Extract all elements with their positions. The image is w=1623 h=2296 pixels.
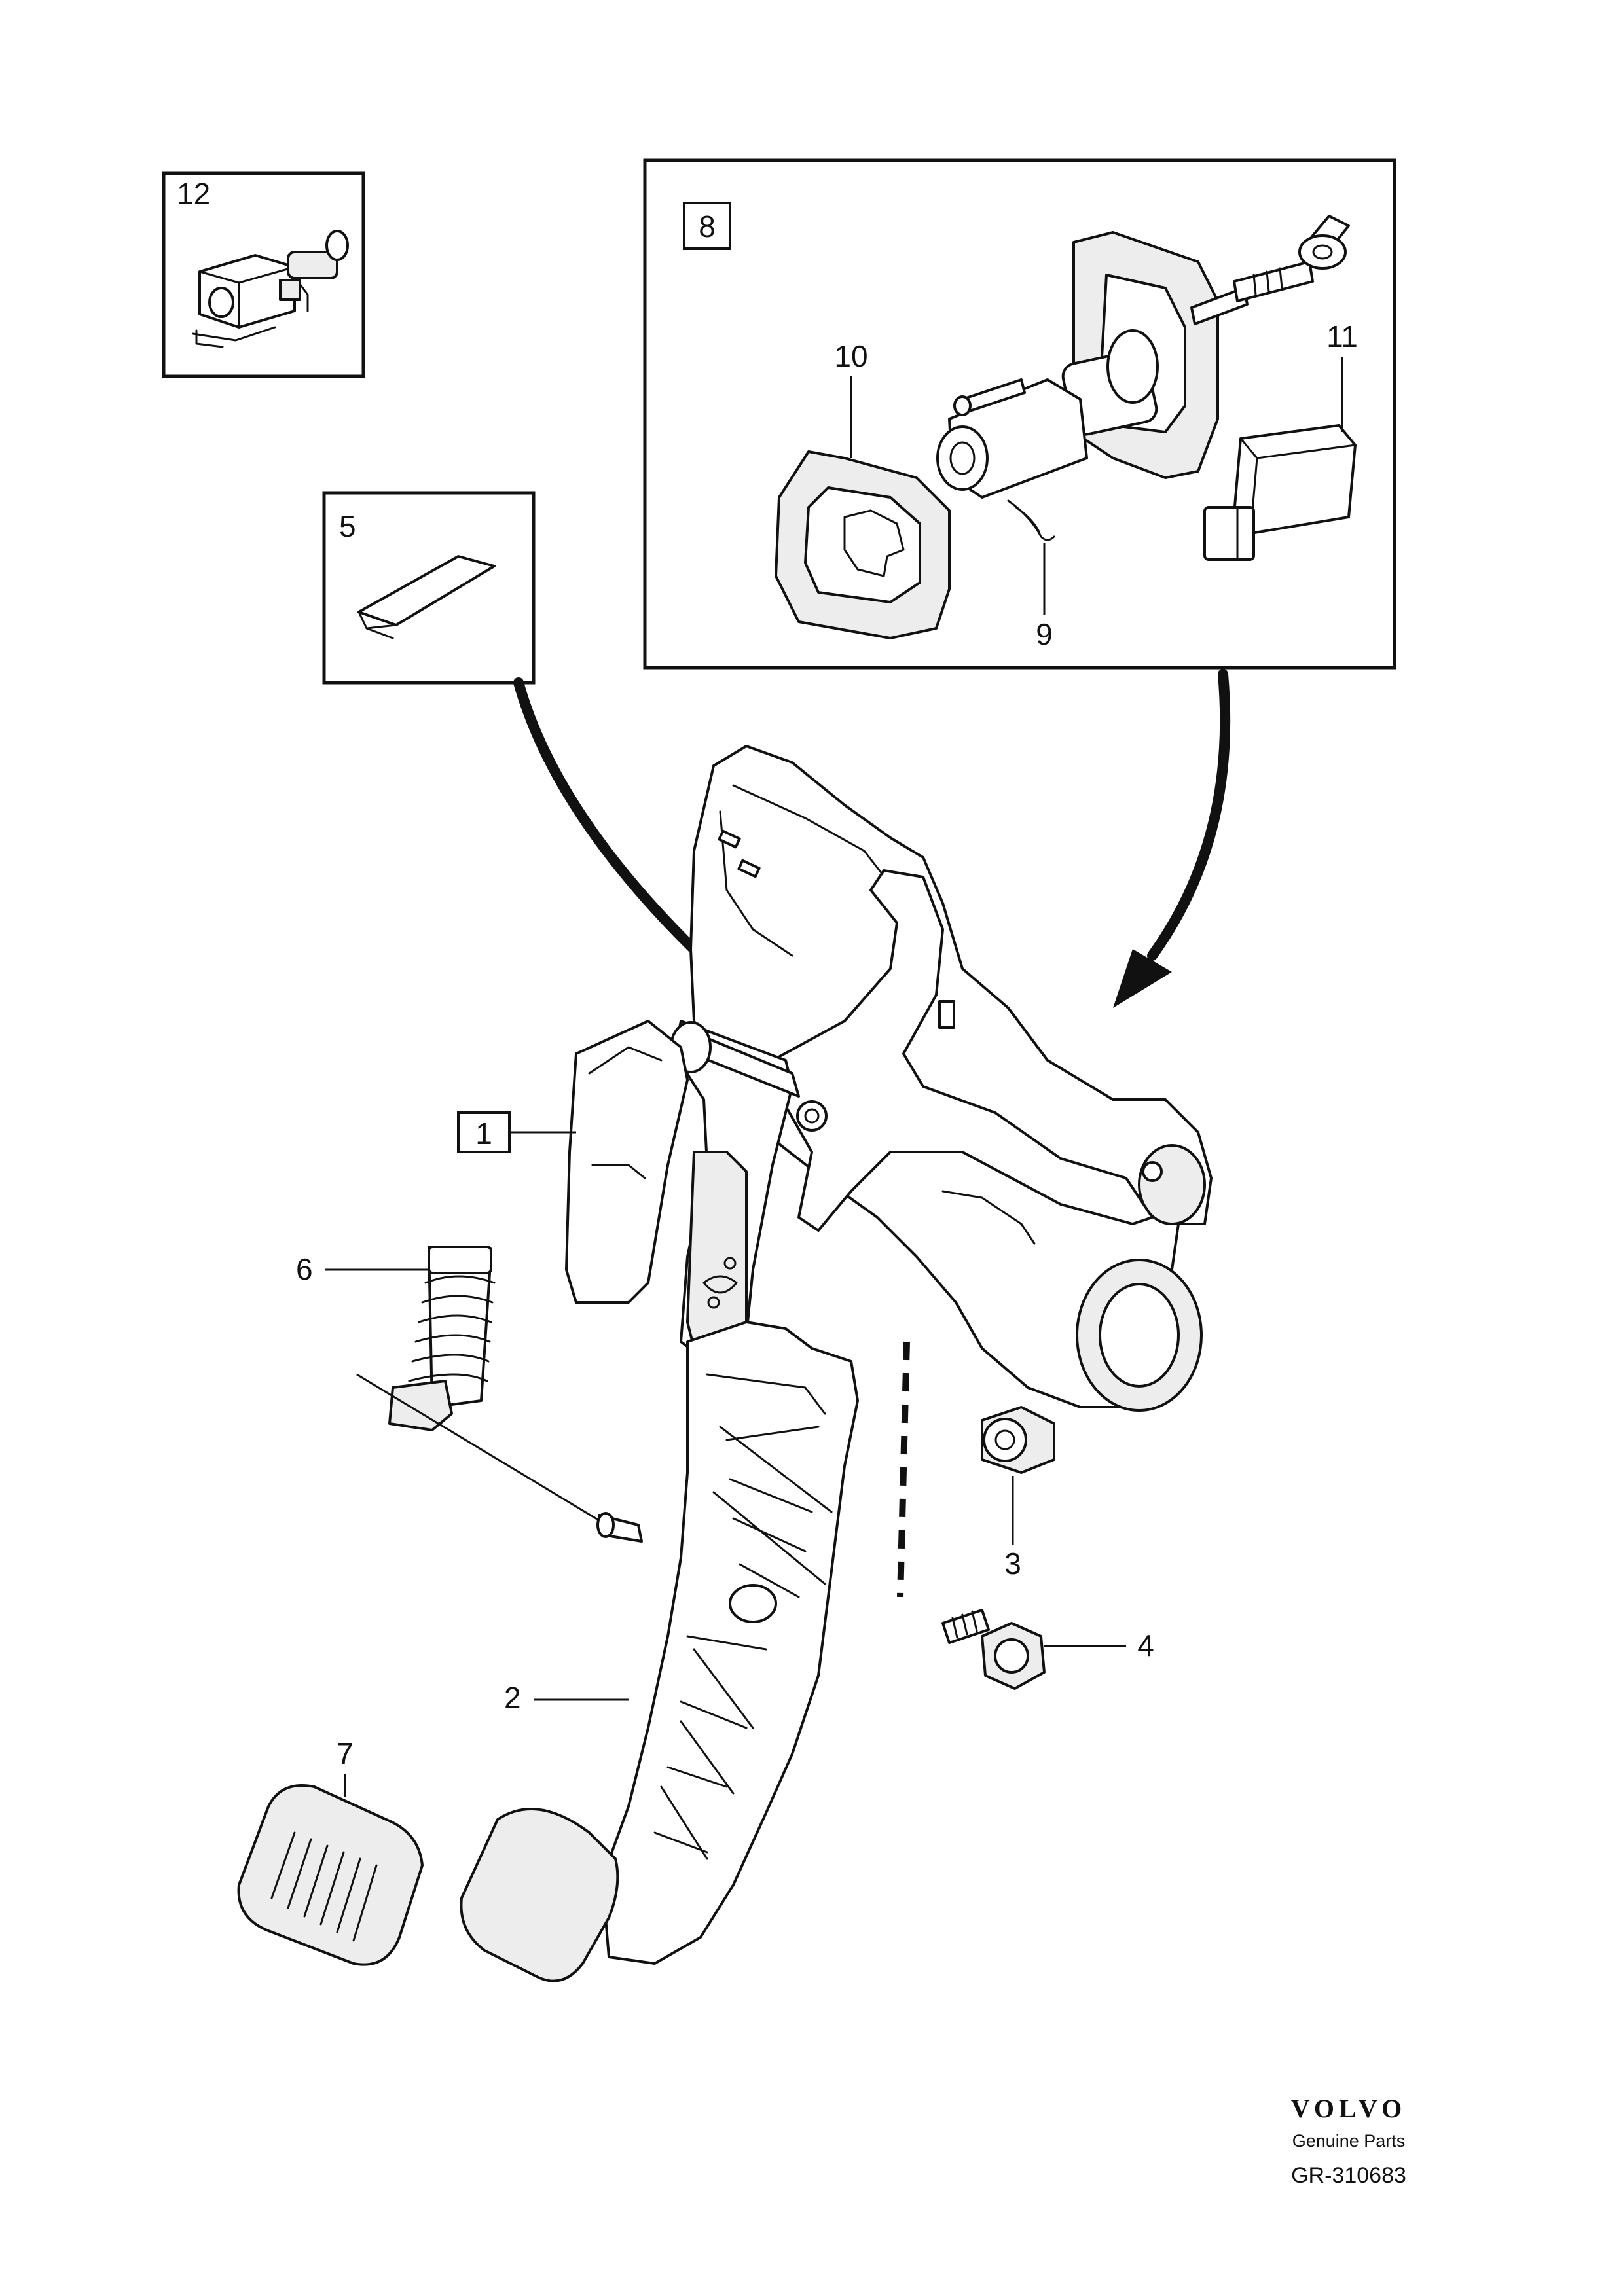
pedal-box-assembly [460, 745, 1213, 1982]
clip-part-9 [1007, 499, 1055, 541]
callout-label-12: 12 [177, 177, 210, 211]
brand-logo: VOLVO [1291, 2094, 1406, 2123]
nut-part-3 [981, 1406, 1055, 1474]
callout-label-4: 4 [1137, 1628, 1154, 1662]
pin-part [596, 1512, 643, 1543]
bushing-part-6 [388, 1246, 496, 1431]
bolt-part-4 [941, 1609, 1046, 1690]
diagram-code: GR-310683 [1291, 2163, 1406, 2188]
callout-label-3: 3 [1004, 1547, 1021, 1581]
callout-label-10: 10 [834, 339, 867, 373]
adhesive-pad-part-5 [357, 555, 496, 639]
callout-label-1: 1 [475, 1117, 492, 1151]
callout-label-5: 5 [339, 509, 356, 543]
sensor-part-11 [1203, 424, 1357, 561]
master-cylinder-part [936, 215, 1350, 499]
callout-label-9: 9 [1036, 617, 1053, 651]
inset-box-5: 5 [322, 491, 536, 685]
callout-label-8: 8 [699, 209, 716, 243]
footer-branding: VOLVO Genuine Parts GR-310683 [1291, 2094, 1406, 2188]
callout-label-7: 7 [337, 1736, 354, 1770]
callout-label-2: 2 [504, 1681, 521, 1715]
callout-label-11: 11 [1326, 319, 1358, 353]
inset-box-8: 8 10 [643, 158, 1396, 670]
inset-box-12: 12 [162, 171, 365, 378]
callout-label-6: 6 [296, 1252, 313, 1286]
gasket-part-10 [775, 450, 951, 639]
arrow-from-inset-8 [1113, 669, 1231, 1008]
brand-subtitle: Genuine Parts [1292, 2131, 1406, 2151]
switch-part-12 [192, 230, 349, 348]
pedal-rubber-part-7 [237, 1784, 424, 1966]
